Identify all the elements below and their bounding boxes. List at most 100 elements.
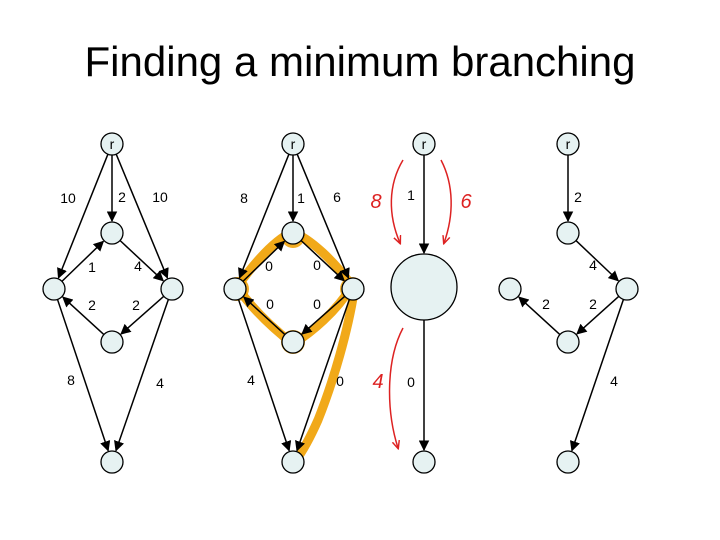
edge-result-rt-bm [576,295,620,335]
node-circle [100,330,124,354]
node-circle [556,221,580,245]
node-circle [615,277,639,301]
node-result-bm [556,330,580,354]
handwritten-annotations: 8 6 4 [370,159,472,448]
node-circle [281,132,305,156]
edge-result-rt-bot [569,299,625,452]
edge-original-l-t [61,240,105,282]
edge-weight-contracted-r-super: 1 [407,187,415,203]
handwritten-arc-left [390,159,404,243]
edge-reduced-rt-bot [295,299,351,452]
graph-contracted: 10 [407,155,430,452]
node-circle [556,330,580,354]
node-original-bot [100,450,124,474]
node-original-l [42,277,66,301]
node-circle [100,132,124,156]
handwritten-arc-bottom [388,327,404,448]
edge-weight-original-rt-bot: 4 [156,375,164,391]
node-circle [556,132,580,156]
edge-weight-contracted-super-bot: 0 [407,374,415,390]
node-circle [390,253,458,321]
handwritten-weight-2: 4 [372,371,383,393]
edge-weight-reduced-bm-l: 0 [266,296,274,312]
edge-weight-reduced-t-rt: 0 [313,257,321,273]
handwritten-arc-right [440,159,452,243]
node-circle [556,450,580,474]
node-result-t [556,221,580,245]
node-contracted-r: r [412,132,436,156]
graph-reduced: 1 8 6 0 0 0 0 4 0 [237,153,351,452]
edge-weight-original-t-rt: 4 [134,258,142,274]
edge-original-l-bot [56,299,111,452]
node-reduced-bot [281,450,305,474]
edge-weight-result-t-rt: 4 [589,257,597,273]
node-reduced-rt [341,277,365,301]
edge-original-r-rt [115,153,169,279]
edge-weight-reduced-l-t: 0 [265,258,273,274]
edge-weight-reduced-rt-bot: 0 [336,373,344,389]
handwritten-weight-1: 6 [460,191,472,213]
node-label: r [566,136,571,152]
slide-title: Finding a minimum branching [84,38,636,85]
node-circle [100,450,124,474]
edge-weight-reduced-rt-bm: 0 [313,296,321,312]
edge-reduced-bm-l [243,296,286,336]
node-original-r: r [100,132,124,156]
node-label: r [422,136,427,152]
edge-weight-result-r-t: 2 [574,189,582,205]
edge-weight-original-r-l: 10 [60,190,76,206]
edge-original-rt-bm [120,295,165,335]
node-reduced-r: r [281,132,305,156]
node-circle [281,330,305,354]
node-original-t [100,221,124,245]
edge-reduced-r-l [238,153,290,279]
node-reduced-bm [281,330,305,354]
node-reduced-l [223,277,247,301]
edge-reduced-l-t [242,240,286,282]
edge-reduced-l-bot [237,299,292,452]
node-circle [498,277,522,301]
node-circle [281,221,305,245]
edge-original-bm-l [62,296,105,336]
edge-result-bm-l [518,296,561,336]
edge-result-t-rt [575,240,620,282]
cycle-highlight-diamond [232,227,357,349]
edge-weight-reduced-r-rt: 6 [333,189,341,205]
edge-weight-result-rt-bot: 4 [610,373,618,389]
node-circle [281,450,305,474]
node-result-r: r [556,132,580,156]
node-circle [223,277,247,301]
edge-original-t-rt [119,239,164,282]
edge-weight-result-bm-l: 2 [542,296,550,312]
edge-reduced-t-rt [300,239,345,282]
node-circle [412,450,436,474]
handwritten-weight-0: 8 [370,191,381,213]
node-circle [341,277,365,301]
graph-result: 2 4 2 2 4 [518,155,625,452]
edge-weight-original-bm-l: 2 [88,297,96,313]
node-reduced-t [281,221,305,245]
node-result-l [498,277,522,301]
edge-reduced-rt-bm [301,295,346,335]
node-contracted-bot [412,450,436,474]
node-result-bot [556,450,580,474]
edge-weight-original-l-bot: 8 [67,372,75,388]
edge-weight-reduced-l-bot: 4 [247,372,255,388]
node-circle [100,221,124,245]
edge-weight-original-l-t: 1 [88,259,96,275]
node-contracted-super [390,253,458,321]
node-circle [412,132,436,156]
edge-weight-result-rt-bm: 2 [589,296,597,312]
edge-original-r-l [57,153,109,279]
node-label: r [110,136,115,152]
node-original-bm [100,330,124,354]
node-original-rt [160,277,184,301]
edge-weight-original-r-t: 2 [118,189,126,205]
edge-weight-reduced-r-l: 8 [240,190,248,206]
edge-weight-reduced-r-t: 1 [297,190,305,206]
edge-reduced-r-rt [296,153,350,279]
